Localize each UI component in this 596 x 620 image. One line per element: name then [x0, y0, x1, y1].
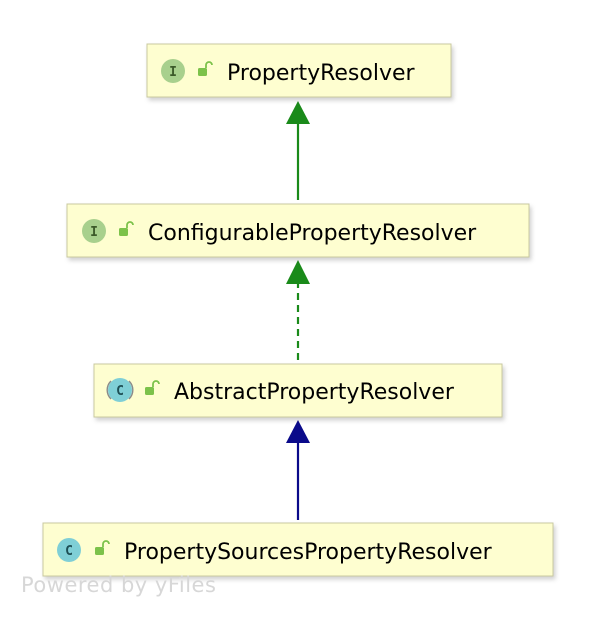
node-property-sources-property-resolver[interactable]: C PropertySourcesPropertyResolver	[42, 522, 554, 577]
public-lock-icon	[95, 540, 110, 555]
public-lock-icon	[198, 61, 213, 76]
svg-text:C: C	[116, 384, 124, 399]
node-label: ConfigurablePropertyResolver	[148, 221, 477, 246]
node-abstract-property-resolver[interactable]: C AbstractPropertyResolver	[93, 363, 503, 418]
abstract-class-icon: C	[106, 378, 134, 402]
arrowhead	[286, 260, 310, 284]
svg-text:I: I	[90, 225, 98, 240]
public-lock-icon	[119, 221, 134, 236]
edge-property-sources-to-abstract	[286, 420, 310, 520]
public-lock-icon	[145, 380, 160, 395]
arrowhead	[286, 101, 310, 124]
node-configurable-property-resolver[interactable]: I ConfigurablePropertyResolver	[66, 203, 530, 258]
edge-abstract-to-configurable	[286, 260, 310, 360]
node-label: PropertyResolver	[227, 61, 416, 86]
svg-text:I: I	[169, 65, 177, 80]
interface-icon: I	[161, 59, 185, 83]
node-property-resolver[interactable]: I PropertyResolver	[146, 43, 452, 98]
node-label: AbstractPropertyResolver	[174, 380, 455, 405]
arrowhead	[286, 420, 310, 443]
node-label: PropertySourcesPropertyResolver	[124, 540, 493, 565]
edge-configurable-to-property-resolver	[286, 101, 310, 200]
class-icon: C	[57, 538, 81, 562]
interface-icon: I	[82, 219, 106, 243]
svg-text:C: C	[65, 544, 73, 559]
yfiles-watermark: Powered by yFiles	[21, 573, 217, 597]
